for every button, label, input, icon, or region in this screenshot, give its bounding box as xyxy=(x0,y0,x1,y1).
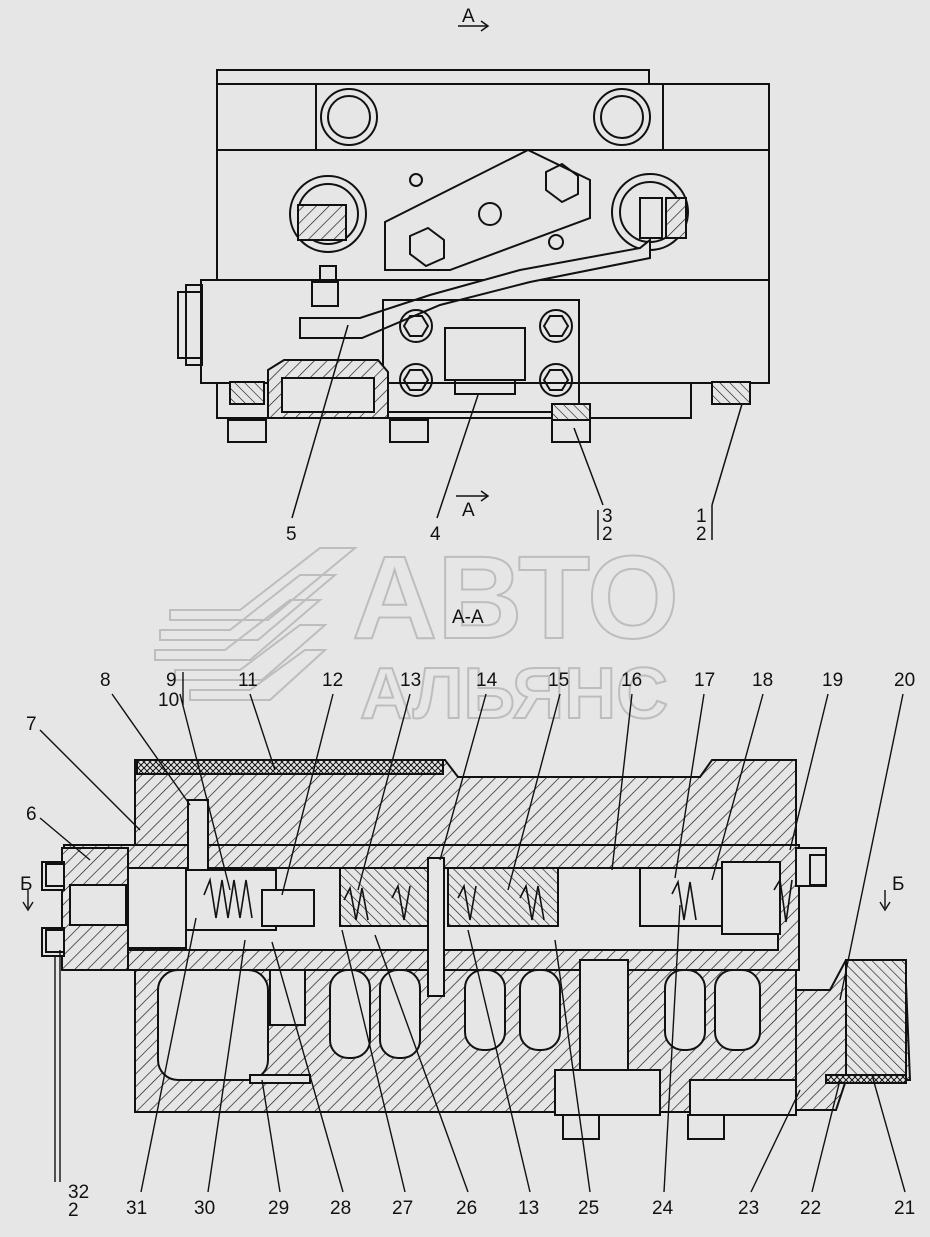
callout-30: 30 xyxy=(194,1198,215,1219)
section-aa xyxy=(41,759,912,1140)
callout-10: 10 xyxy=(158,690,179,711)
callout-23: 23 xyxy=(738,1198,759,1219)
callout-8: 8 xyxy=(100,670,111,691)
section-top-callouts: 9 10 8 7 6 11 12 13 14 15 16 17 18 19 20 xyxy=(26,670,915,825)
callout-1: 1 xyxy=(696,506,707,527)
view-label-a-mid: А xyxy=(462,500,475,521)
section-title: А-А xyxy=(452,607,484,628)
callout-18: 18 xyxy=(752,670,773,691)
callout-17: 17 xyxy=(694,670,715,691)
watermark-logo: АВТО АЛЬЯНС xyxy=(154,531,680,735)
watermark-wings-icon xyxy=(154,547,358,701)
callout-28: 28 xyxy=(330,1198,351,1219)
callout-12: 12 xyxy=(322,670,343,691)
callout-3: 3 xyxy=(602,506,613,527)
watermark-line2: АЛЬЯНС xyxy=(360,654,668,734)
callout-21: 21 xyxy=(894,1198,915,1219)
callout-20: 20 xyxy=(894,670,915,691)
callout-27: 27 xyxy=(392,1198,413,1219)
callout-29: 29 xyxy=(268,1198,289,1219)
callout-16: 16 xyxy=(621,670,642,691)
callout-5: 5 xyxy=(286,524,297,545)
callout-13: 13 xyxy=(400,670,421,691)
callout-2-c: 2 xyxy=(68,1200,79,1221)
callout-31: 31 xyxy=(126,1198,147,1219)
section-bottom-callouts: 32 2 31 30 29 28 27 26 13 25 24 23 22 21 xyxy=(68,1182,915,1221)
view-label-b-right: Б xyxy=(892,874,904,895)
callout-24: 24 xyxy=(652,1198,674,1219)
callout-19: 19 xyxy=(822,670,843,691)
callout-11: 11 xyxy=(238,670,258,691)
callout-2-b: 2 xyxy=(696,524,707,545)
watermark-line1: АВТО xyxy=(352,532,679,664)
section-leaders xyxy=(22,672,906,1193)
callout-22: 22 xyxy=(800,1198,821,1219)
callout-26: 26 xyxy=(456,1198,477,1219)
callout-13-b: 13 xyxy=(518,1198,539,1219)
callout-2-a: 2 xyxy=(602,524,613,545)
callout-14: 14 xyxy=(476,670,498,691)
view-labels: А А А-А Б Б xyxy=(20,6,904,895)
callout-9: 9 xyxy=(166,670,177,691)
view-label-b-left: Б xyxy=(20,874,32,895)
callout-15: 15 xyxy=(548,670,569,691)
callout-4: 4 xyxy=(430,524,441,545)
view-label-a-top: А xyxy=(462,6,475,27)
callout-32: 32 xyxy=(68,1182,89,1203)
callout-7: 7 xyxy=(26,714,37,735)
callout-6: 6 xyxy=(26,804,37,825)
top-view xyxy=(177,69,770,443)
top-view-callouts: 5 4 3 2 1 2 xyxy=(286,506,707,545)
top-view-leaders xyxy=(291,20,743,540)
callout-25: 25 xyxy=(578,1198,599,1219)
